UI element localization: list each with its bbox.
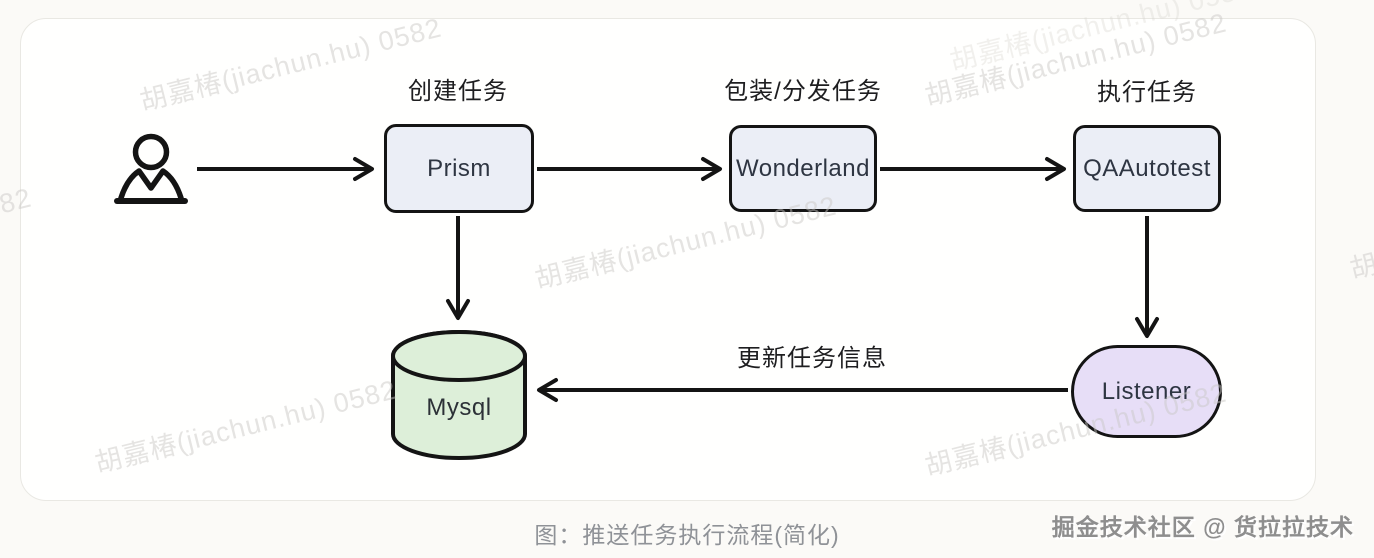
- node-prism: Prism: [384, 124, 534, 213]
- stage-label-execute-task: 执行任务: [1097, 79, 1197, 106]
- diagonal-watermark: 胡嘉椿(jiachun.hu) 0582: [1346, 180, 1374, 285]
- edge-label-update-task-info: 更新任务信息: [737, 345, 887, 372]
- signature-watermark: 掘金技术社区 @ 货拉拉技术: [1051, 514, 1354, 540]
- node-mysql-label: Mysql: [426, 394, 492, 421]
- stage-label-dispatch-task: 包装/分发任务: [724, 78, 882, 105]
- node-wonderland: Wonderland: [729, 125, 877, 212]
- node-listener: Listener: [1071, 345, 1222, 438]
- stage-label-create-task: 创建任务: [408, 78, 508, 105]
- node-qaautotest: QAAutotest: [1073, 125, 1221, 212]
- figure-caption: 图：推送任务执行流程(简化): [534, 522, 840, 548]
